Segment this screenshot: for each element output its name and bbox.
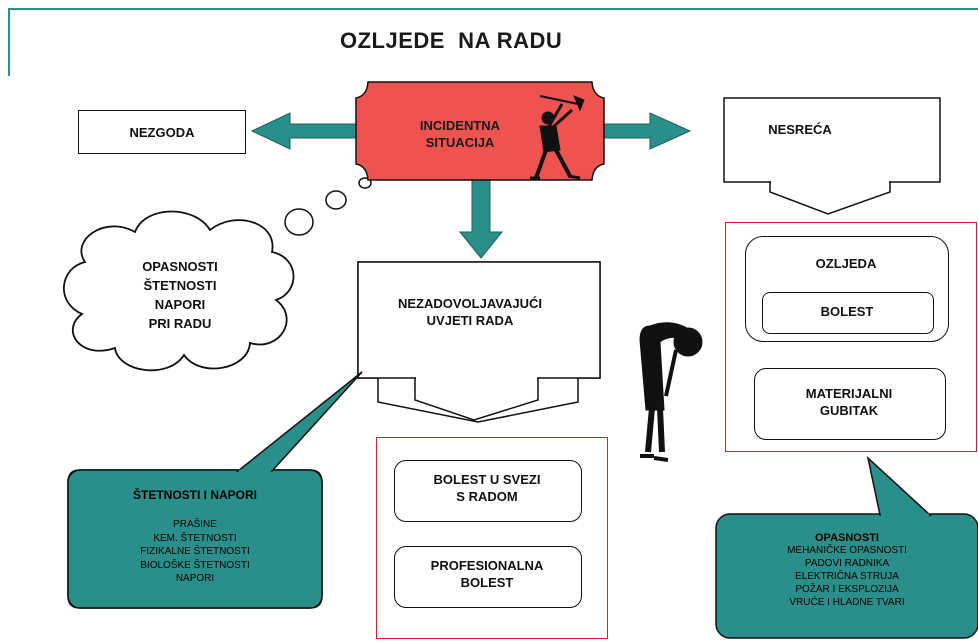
profesionalna-bolest-label: PROFESIONALNA BOLEST: [430, 558, 544, 590]
cloud-shape: [63, 210, 295, 372]
slide-frame-left: [8, 8, 10, 76]
injured-person-figure: [639, 322, 703, 462]
opasnosti-heading: OPASNOSTI: [815, 532, 879, 544]
nezgoda-label: NEZGODA: [129, 124, 195, 140]
worker-hammering-figure: [530, 95, 585, 180]
opasnosti-callout-text: OPASNOSTI MEHANIČKE OPASNOSTI PADOVI RAD…: [718, 532, 976, 609]
materijalni-gubitak-label: MATERIJALNI GUBITAK: [805, 386, 893, 418]
profesionalna-bolest-box: [394, 546, 582, 608]
opasnosti-callout-shape: [715, 513, 978, 639]
slide-frame-top: [8, 8, 978, 10]
nezadovoljavajuci-uvjeti-label: NEZADOVOLJAVAJUĆI UVJETI RADA: [398, 296, 542, 328]
nesreca-label: NESREĆA: [768, 122, 832, 137]
arrow-left: [250, 112, 366, 150]
arrow-down: [458, 179, 504, 259]
nesreca-shape: [723, 97, 941, 183]
materijalni-gubitak-box: [754, 368, 946, 440]
bolest-u-svezi-label: BOLEST U SVEZI S RADOM: [433, 472, 541, 504]
bolest-label: BOLEST: [820, 304, 874, 319]
arrow-right: [599, 112, 692, 150]
thought-bubble-medium: [325, 190, 347, 210]
bolest-u-svezi-box: [394, 460, 582, 522]
down-arrow-head-right: [769, 181, 891, 215]
incidentna-situacija-label: INCIDENTNA SITUACIJA: [419, 118, 501, 150]
ozljeda-label: OZLJEDA: [815, 256, 877, 271]
stetnosti-callout-text: ŠTETNOSTI I NAPORI PRAŠINE KEM. ŠTETNOST…: [70, 488, 320, 586]
stetnosti-heading: ŠTETNOSTI I NAPORI: [132, 488, 257, 502]
nezgoda-box: NEZGODA: [78, 110, 246, 154]
thought-bubble-large: [284, 208, 314, 236]
page-title: OZLJEDE NA RADU: [340, 28, 563, 53]
cloud-label: OPASNOSTI ŠTETNOSTI NAPORI PRI RADU: [142, 259, 218, 331]
bolest-box: [762, 292, 934, 334]
